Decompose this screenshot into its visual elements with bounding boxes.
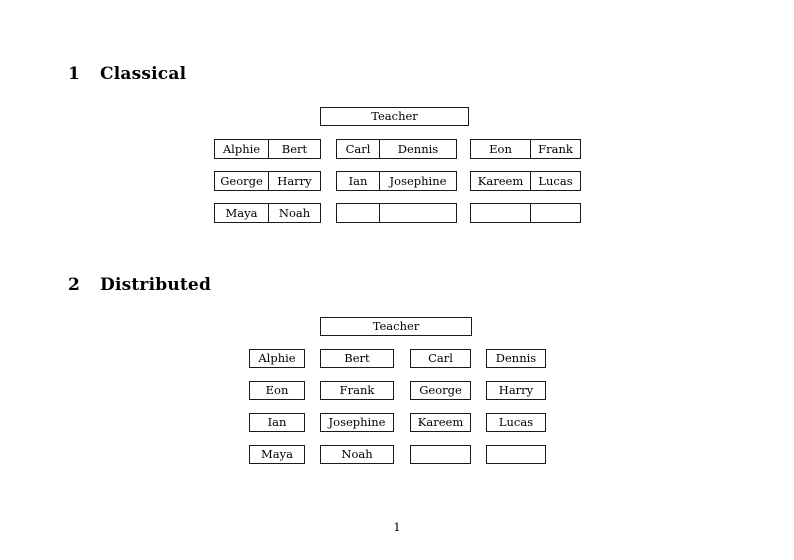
empty-cell bbox=[410, 445, 471, 464]
empty-cell bbox=[470, 203, 531, 223]
student-cell: Bert bbox=[320, 349, 394, 368]
student-cell: Noah bbox=[320, 445, 394, 464]
student-cell: Lucas bbox=[530, 171, 581, 191]
student-cell: Maya bbox=[249, 445, 305, 464]
empty-cell bbox=[379, 203, 457, 223]
empty-cell bbox=[336, 203, 380, 223]
student-cell: Harry bbox=[486, 381, 546, 400]
row-spacer bbox=[336, 158, 457, 172]
section-heading-classical: 1 Classical bbox=[68, 64, 186, 84]
student-cell: Kareem bbox=[410, 413, 471, 432]
student-cell: Harry bbox=[268, 171, 321, 191]
section-heading-distributed: 2 Distributed bbox=[68, 275, 211, 295]
student-cell: Dennis bbox=[379, 139, 457, 159]
student-cell: Carl bbox=[410, 349, 471, 368]
row-spacer bbox=[470, 158, 581, 172]
student-cell: Noah bbox=[268, 203, 321, 223]
student-cell: Bert bbox=[268, 139, 321, 159]
row-spacer bbox=[336, 190, 457, 204]
teacher-box-classical: Teacher bbox=[320, 107, 469, 126]
section-title: Classical bbox=[100, 64, 187, 84]
student-cell: Frank bbox=[530, 139, 581, 159]
teacher-box-distributed: Teacher bbox=[320, 317, 472, 336]
empty-cell bbox=[486, 445, 546, 464]
student-cell: Dennis bbox=[486, 349, 546, 368]
table-row bbox=[470, 203, 581, 223]
student-cell: Eon bbox=[470, 139, 531, 159]
section-number: 1 bbox=[68, 64, 81, 84]
table-row bbox=[336, 203, 457, 223]
student-cell: Josephine bbox=[320, 413, 394, 432]
empty-cell bbox=[530, 203, 581, 223]
student-cell: Eon bbox=[249, 381, 305, 400]
student-cell: Alphie bbox=[249, 349, 305, 368]
student-cell: Carl bbox=[336, 139, 380, 159]
student-cell: Maya bbox=[214, 203, 269, 223]
student-cell: Frank bbox=[320, 381, 394, 400]
row-spacer bbox=[214, 190, 321, 204]
section-number: 2 bbox=[68, 275, 81, 295]
student-cell: George bbox=[214, 171, 269, 191]
student-cell: Alphie bbox=[214, 139, 269, 159]
student-cell: Ian bbox=[249, 413, 305, 432]
student-cell: Kareem bbox=[470, 171, 531, 191]
section-title: Distributed bbox=[100, 275, 212, 295]
student-cell: George bbox=[410, 381, 471, 400]
student-cell: Ian bbox=[336, 171, 380, 191]
student-cell: Lucas bbox=[486, 413, 546, 432]
row-spacer bbox=[470, 190, 581, 204]
student-cell: Josephine bbox=[379, 171, 457, 191]
row-spacer bbox=[214, 158, 321, 172]
page-number: 1 bbox=[393, 520, 401, 534]
